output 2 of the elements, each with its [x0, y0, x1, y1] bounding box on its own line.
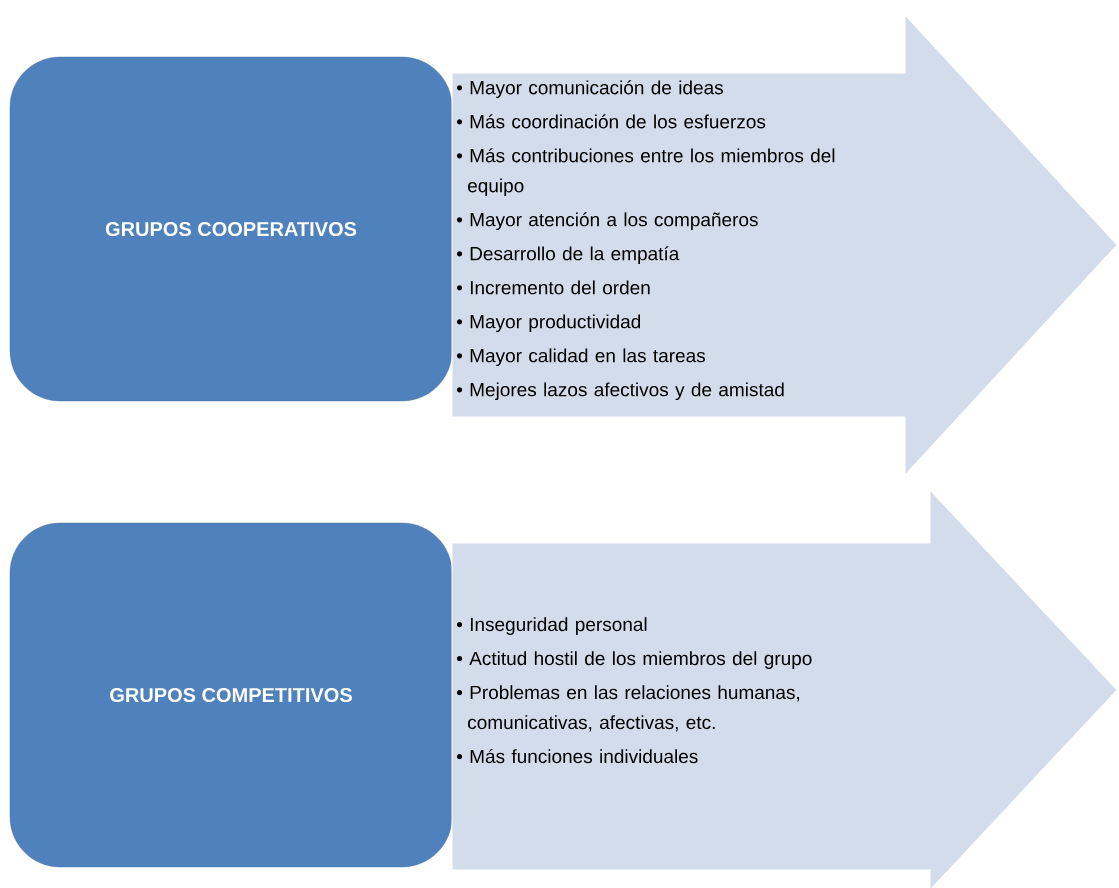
rounded-box: GRUPOS COOPERATIVOS [9, 56, 453, 402]
rounded-box: GRUPOS COMPETITIVOS [9, 522, 453, 868]
